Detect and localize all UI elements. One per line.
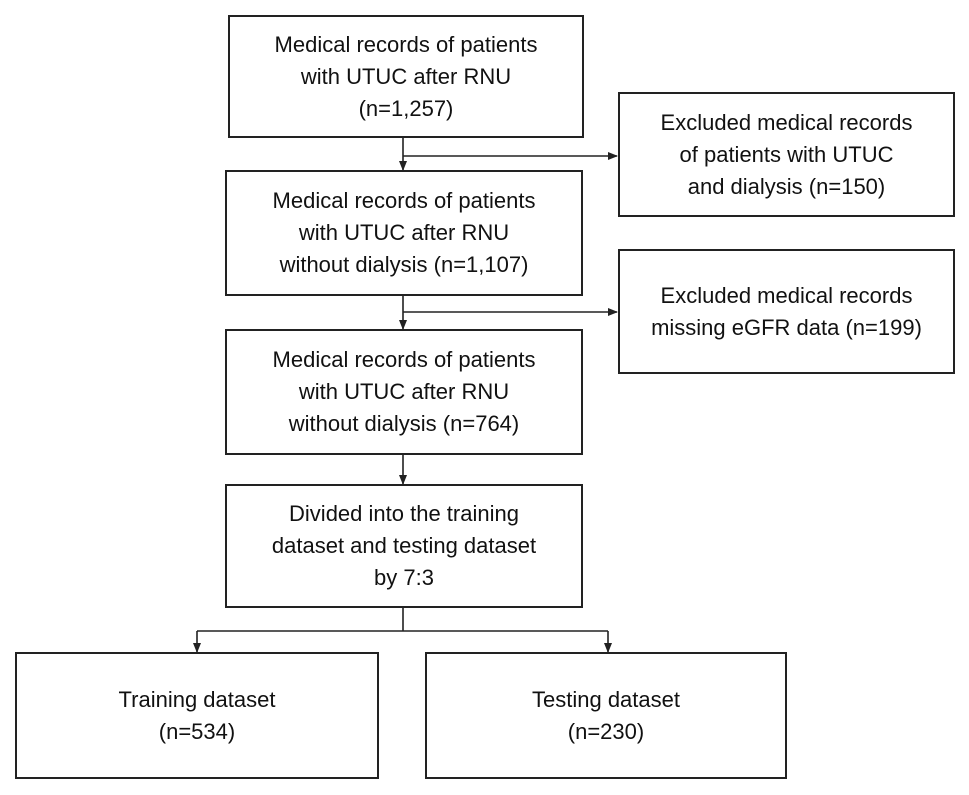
box-training-line-2: (n=534) [158, 718, 236, 744]
box-split-line-3: by 7:3 [374, 565, 434, 590]
box-testing-dataset: Testing dataset (n=230) [425, 652, 787, 779]
box-split: Divided into the training dataset and te… [225, 484, 583, 608]
box-excluded-egfr-line-2: missing eGFR data (n=199) [651, 314, 922, 340]
box-testing-line-1: Testing dataset [532, 686, 680, 712]
box-no-dialysis: Medical records of patients with UTUC af… [225, 170, 583, 296]
box-split-line-1: Divided into the training [289, 501, 519, 526]
box-initial-line-3: (n=1,257) [358, 95, 454, 121]
box-no-dialysis-line-3: without dialysis (n=1,107) [279, 252, 529, 277]
box-no-dialysis-line-2: with UTUC after RNU [298, 220, 510, 245]
box-split-line-2: dataset and testing dataset [271, 533, 537, 558]
box-initial-records: Medical records of patients with UTUC af… [228, 15, 584, 138]
box-excluded-egfr: Excluded medical records missing eGFR da… [618, 249, 955, 374]
box-excluded-dialysis-line-2: of patients with UTUC [679, 141, 894, 167]
box-excluded-dialysis: Excluded medical records of patients wit… [618, 92, 955, 217]
box-final-cohort-line-3: without dialysis (n=764) [288, 411, 520, 436]
box-excluded-dialysis-line-3: and dialysis (n=150) [687, 173, 886, 199]
box-no-dialysis-line-1: Medical records of patients [272, 188, 536, 213]
box-initial-line-2: with UTUC after RNU [300, 63, 512, 89]
box-excluded-dialysis-line-1: Excluded medical records [660, 109, 913, 135]
box-training-dataset: Training dataset (n=534) [15, 652, 379, 779]
box-initial-line-1: Medical records of patients [274, 31, 538, 57]
box-final-cohort-line-1: Medical records of patients [272, 347, 536, 372]
box-excluded-egfr-line-1: Excluded medical records [660, 282, 913, 308]
box-final-cohort-line-2: with UTUC after RNU [298, 379, 510, 404]
box-final-cohort: Medical records of patients with UTUC af… [225, 329, 583, 455]
box-training-line-1: Training dataset [118, 686, 276, 712]
box-testing-line-2: (n=230) [567, 718, 645, 744]
